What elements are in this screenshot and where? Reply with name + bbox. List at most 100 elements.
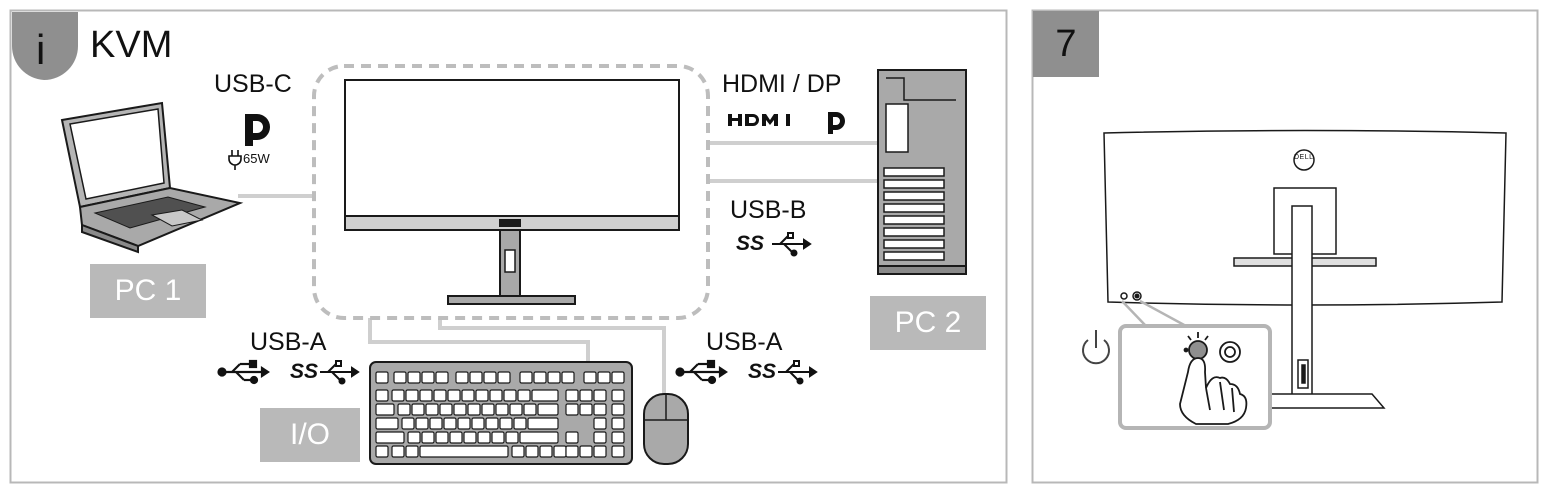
cables bbox=[238, 141, 878, 394]
keyboard-key bbox=[407, 371, 421, 384]
mouse-icon bbox=[643, 393, 689, 465]
monitor-icon bbox=[344, 79, 680, 305]
pc2-tag: PC 2 bbox=[870, 296, 986, 350]
keyboard-key bbox=[611, 389, 625, 402]
keyboard-key bbox=[461, 389, 475, 402]
keyboard-key bbox=[471, 417, 485, 430]
keyboard-key bbox=[593, 403, 607, 416]
keyboard-key bbox=[517, 389, 531, 402]
keyboard-key bbox=[611, 371, 625, 384]
keyboard-key bbox=[491, 431, 505, 444]
keyboard-key bbox=[497, 371, 511, 384]
keyboard-key bbox=[495, 403, 509, 416]
keyboard-key bbox=[375, 389, 389, 402]
keyboard-key bbox=[565, 403, 579, 416]
keyboard-key bbox=[453, 403, 467, 416]
usb-icon bbox=[217, 359, 270, 385]
keyboard-key bbox=[447, 389, 461, 402]
usb-b-label: USB-B bbox=[730, 196, 807, 224]
keyboard-key bbox=[593, 417, 607, 430]
keyboard-key bbox=[611, 431, 625, 444]
keyboard-key bbox=[485, 417, 499, 430]
keyboard-key bbox=[565, 431, 579, 444]
keyboard-key bbox=[375, 403, 395, 416]
keyboard-key bbox=[527, 417, 559, 430]
keyboard-key bbox=[415, 417, 429, 430]
keyboard-key bbox=[375, 417, 399, 430]
keyboard-key bbox=[561, 371, 575, 384]
keyboard-key bbox=[469, 371, 483, 384]
keyboard-key bbox=[579, 389, 593, 402]
keyboard-key bbox=[579, 403, 593, 416]
keyboard-key bbox=[457, 417, 471, 430]
keyboard-key bbox=[391, 389, 405, 402]
displayport-icon bbox=[245, 114, 270, 146]
desktop-tower-icon bbox=[877, 69, 967, 275]
hdmi-dp-label: HDMI / DP bbox=[722, 70, 842, 98]
keyboard-key bbox=[499, 417, 513, 430]
displayport-icon bbox=[828, 112, 845, 134]
keyboard-key bbox=[393, 371, 407, 384]
io-tag: I/O bbox=[260, 408, 360, 462]
keyboard-key bbox=[407, 431, 421, 444]
ss-symbol: SS bbox=[748, 360, 777, 383]
keyboard-key bbox=[519, 371, 533, 384]
keyboard-key bbox=[375, 445, 389, 458]
keyboard-key bbox=[503, 389, 517, 402]
keyboard-key bbox=[477, 431, 491, 444]
keyboard-key bbox=[611, 417, 625, 430]
keyboard-key bbox=[531, 389, 559, 402]
keyboard-key bbox=[429, 417, 443, 430]
keyboard-key bbox=[593, 389, 607, 402]
left-panel-frame bbox=[9, 9, 1008, 484]
pc1-tag: PC 1 bbox=[90, 264, 206, 318]
page-title: KVM bbox=[90, 24, 173, 66]
keyboard-key bbox=[583, 371, 597, 384]
hdmi-logo-icon bbox=[728, 114, 790, 126]
keyboard-key bbox=[405, 389, 419, 402]
keyboard-key bbox=[611, 445, 625, 458]
keyboard-key bbox=[597, 371, 611, 384]
kvm-monitor-group bbox=[312, 64, 710, 320]
ss-symbol: SS bbox=[290, 360, 319, 383]
keyboard-key bbox=[411, 403, 425, 416]
keyboard-key bbox=[593, 431, 607, 444]
keyboard-icon bbox=[369, 361, 633, 465]
keyboard-key bbox=[519, 431, 559, 444]
power-icon bbox=[1082, 330, 1110, 365]
usb-a-left-label: USB-A bbox=[250, 328, 327, 356]
usb-superspeed-icon bbox=[772, 232, 812, 257]
keyboard-key bbox=[443, 417, 457, 430]
keyboard-key bbox=[579, 445, 593, 458]
keyboard-key bbox=[505, 431, 519, 444]
monitor-back-icon bbox=[1103, 129, 1507, 409]
keyboard-key bbox=[525, 445, 539, 458]
keyboard-key bbox=[435, 431, 449, 444]
keyboard-key bbox=[421, 371, 435, 384]
keyboard-key bbox=[513, 417, 527, 430]
info-icon bbox=[11, 12, 79, 80]
keyboard-key bbox=[419, 389, 433, 402]
keyboard-key bbox=[511, 445, 525, 458]
right-panel-frame bbox=[1031, 9, 1539, 484]
keyboard-key bbox=[467, 403, 481, 416]
usb-a-right-label: USB-A bbox=[706, 328, 783, 356]
usb-c-label: USB-C bbox=[214, 70, 292, 98]
keyboard-key bbox=[539, 445, 553, 458]
finger-press-icon bbox=[1179, 332, 1248, 425]
keyboard-key bbox=[593, 445, 607, 458]
keyboard-key bbox=[463, 431, 477, 444]
keyboard-key bbox=[481, 403, 495, 416]
callout-lines bbox=[1121, 299, 1187, 328]
usb-superspeed-icon bbox=[778, 360, 818, 385]
keyboard-key bbox=[433, 389, 447, 402]
info-letter: i bbox=[36, 26, 46, 73]
keyboard-key bbox=[405, 445, 419, 458]
keyboard-key bbox=[435, 371, 449, 384]
keyboard-key bbox=[375, 371, 389, 384]
usb-superspeed-icon bbox=[320, 360, 360, 385]
keyboard-key bbox=[553, 445, 567, 458]
keyboard-key bbox=[547, 371, 561, 384]
keyboard-key bbox=[419, 445, 509, 458]
